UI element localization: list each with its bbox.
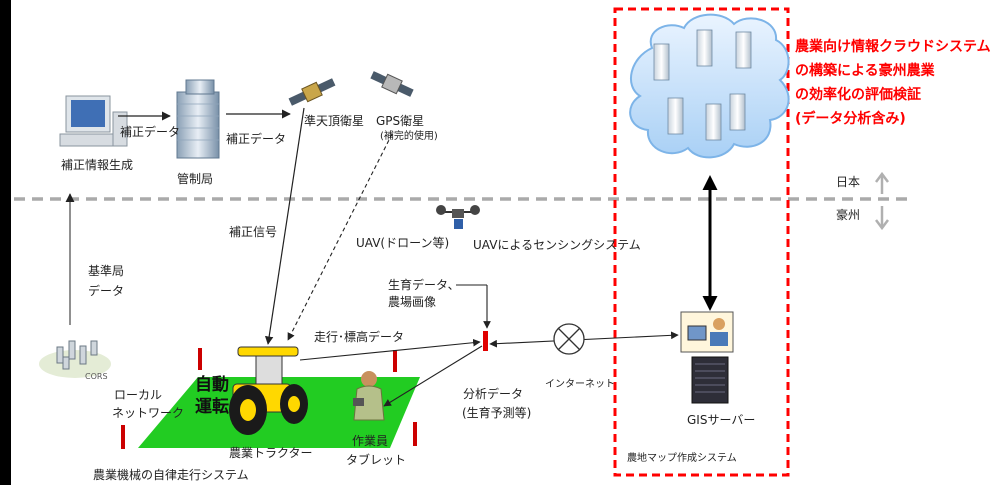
- kijunkyoku-label-2: データ: [88, 284, 125, 298]
- bunseki-label-2: (生育予測等): [462, 406, 532, 420]
- tractor-label: 農業トラクター: [229, 446, 313, 460]
- left-border: [0, 0, 11, 485]
- jidou-label-2: 運転: [195, 397, 229, 417]
- tractor-icon: [229, 346, 308, 435]
- hosei-shingo-label: 補正信号: [229, 225, 278, 239]
- cloud-title-line-4: (データ分析含み): [795, 111, 906, 127]
- cloud-system-box: [613, 7, 790, 477]
- computer-icon: [59, 95, 128, 147]
- bunseki-label-1: 分析データ: [463, 387, 524, 401]
- japan-label: 日本: [836, 175, 861, 189]
- gps-satellite-icon: [370, 71, 414, 97]
- qzss-satellite-icon: [288, 78, 336, 106]
- hub-node: [483, 331, 488, 351]
- autonomous-system-label: 農業機械の自律走行システム: [93, 468, 249, 482]
- soukou-label: 走行･標高データ: [314, 330, 405, 344]
- drone-icon: [436, 205, 480, 229]
- worker-label-2: タブレット: [346, 453, 407, 467]
- up-arrow-icon: [875, 171, 889, 194]
- jidou-label-1: 自動: [195, 375, 229, 395]
- qzss-label: 準天頂衛星: [304, 114, 365, 128]
- hosei-gen-label: 補正情報生成: [61, 158, 134, 172]
- cors-label: CORS: [85, 372, 108, 381]
- gps-label: GPS衛星: [376, 114, 425, 128]
- cloud-title-line-3: の効率化の評価検証: [795, 87, 921, 103]
- map-system-label: 農地マップ作成システム: [627, 453, 737, 464]
- gps-sub-label: (補完的使用): [380, 131, 438, 142]
- australia-label: 豪州: [836, 208, 861, 222]
- seiiku-label-1: 生育データ、: [388, 278, 460, 292]
- gis-server-icon: [691, 356, 729, 404]
- cloud-title-line-1: 農業向け情報クラウドシステム: [795, 39, 991, 55]
- internet-icon: [553, 323, 585, 355]
- cors-icon: [39, 340, 111, 378]
- down-arrow-icon: [875, 206, 889, 231]
- gis-label: GISサーバー: [687, 413, 756, 427]
- local-label-1: ローカル: [114, 388, 163, 402]
- uav-label: UAV(ドローン等): [356, 236, 450, 250]
- cloud-icon: [629, 13, 790, 159]
- local-label-2: ネットワーク: [112, 406, 185, 420]
- internet-label: インターネット: [545, 379, 615, 390]
- worker-label-1: 作業員: [352, 434, 389, 448]
- cloud-title-line-2: の構築による豪州農業: [795, 63, 935, 79]
- operator-pc-icon: [680, 311, 734, 353]
- kanseikyoku-label: 管制局: [177, 172, 214, 186]
- building-icon: [176, 79, 220, 159]
- uav-sensing-label: UAVによるセンシングシステム: [473, 238, 641, 252]
- seiiku-label-2: 農場画像: [388, 295, 437, 309]
- hosei-data-label-2: 補正データ: [226, 132, 287, 146]
- hosei-data-label-1: 補正データ: [120, 125, 181, 139]
- worker-icon: [353, 371, 385, 421]
- kijunkyoku-label-1: 基準局: [88, 264, 125, 278]
